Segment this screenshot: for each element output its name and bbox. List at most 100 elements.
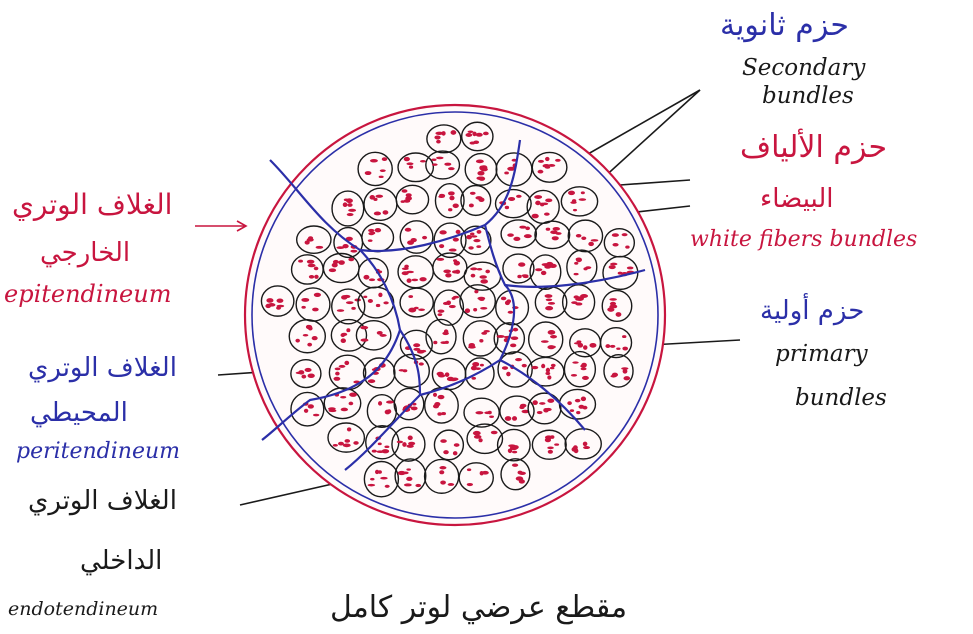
fiber-dot [309,275,314,279]
fiber-dot [508,197,515,201]
fiber-dot [576,234,582,238]
fiber-dot [411,238,417,242]
fiber-dot [386,400,394,403]
label-primary-ar: حزم أولية [760,298,864,325]
fiber-dot [483,132,489,136]
fiber-dot [583,442,588,447]
fiber-dot [465,133,472,137]
fiber-dot [541,364,545,369]
fiber-dot [404,157,410,161]
fiber-dot [581,191,585,194]
fiber-dot [609,305,613,309]
fiber-dot [519,479,525,483]
fiber-dot [368,379,375,383]
fiber-dot [401,200,405,203]
fiber-dot [344,361,349,365]
fiber-dot [473,239,480,242]
fiber-dot [454,443,460,447]
fiber-dot [545,435,552,439]
fiber-dot [444,329,448,333]
fiber-dot [436,258,444,261]
fiber-dot [406,477,412,481]
fiber-dot [466,235,472,240]
fiber-dot [368,229,374,232]
fiber-dot [333,377,340,381]
fiber-dot [476,133,483,137]
fiber-dot [567,401,572,405]
fiber-dot [532,400,537,405]
fiber-dot [469,204,474,208]
fiber-dot [541,271,546,275]
fiber-dot [347,203,352,207]
fiber-dot [379,176,384,178]
fiber-dot [539,402,545,405]
fiber-dot [545,198,552,202]
fiber-dot [505,416,512,421]
fiber-dot [413,348,420,351]
fiber-dot [374,212,381,216]
fiber-dot [406,468,411,470]
fiber-dot [489,416,494,418]
fiber-dot [414,307,419,310]
fiber-dot [383,210,389,214]
fiber-dot [504,172,509,175]
fiber-dot [351,307,356,310]
fiber-dot [574,273,579,275]
fiber-dot [295,339,299,343]
fiber-dot [572,361,578,363]
fiber-dot [469,343,475,348]
fiber-dot [445,372,450,377]
fiber-dot [554,443,559,445]
fiber-dot [479,298,484,301]
fiber-dot [314,293,321,297]
fiber-dot [408,295,413,298]
fiber-dot [612,373,618,377]
fiber-dot [473,308,477,311]
fiber-dot [375,195,383,198]
fiber-dot [380,169,386,172]
fiber-dot [553,227,560,231]
label-epi-en: epitendineum [4,282,171,307]
fiber-dot [497,335,505,338]
fiber-dot [341,333,347,336]
fiber-dot [453,296,459,299]
fiber-dot [453,238,459,242]
fiber-dot [545,306,553,310]
fiber-dot [538,160,544,163]
fiber-dot [467,483,473,486]
fiber-dot [436,140,441,144]
fiber-dot [308,373,315,378]
fiber-dot [513,445,519,449]
fiber-dot [449,249,457,252]
fiber-dot [346,328,350,332]
fiber-dot [308,236,313,239]
fiber-dot [551,364,556,367]
fiber-dot [576,296,584,301]
fiber-dot [508,311,514,314]
fiber-dot [532,214,539,219]
fiber-dot [605,344,610,348]
fiber-dot [573,209,577,211]
fiber-dot [522,364,527,367]
fiber-dot [491,431,498,434]
fiber-dot [512,464,518,467]
fiber-dot [512,416,517,421]
fiber-dot [571,374,577,377]
fiber-dot [618,272,623,275]
label-epi-ar-1: الغلاف الوتري [12,190,172,219]
fiber-dot [519,406,524,410]
fiber-dot [475,196,482,200]
fiber-dot [448,191,455,195]
fiber-dot [346,198,352,202]
label-primary-en-1: primary [775,342,868,366]
fiber-dot [575,399,581,403]
fiber-dot [545,372,550,375]
fiber-dot [397,441,403,444]
fiber-dot [338,442,344,446]
fiber-dot [622,335,626,338]
leader-white [620,180,690,185]
fiber-dot [485,270,490,274]
fiber-dot [344,439,350,443]
fiber-dot [475,411,483,414]
fiber-dot [477,268,483,270]
